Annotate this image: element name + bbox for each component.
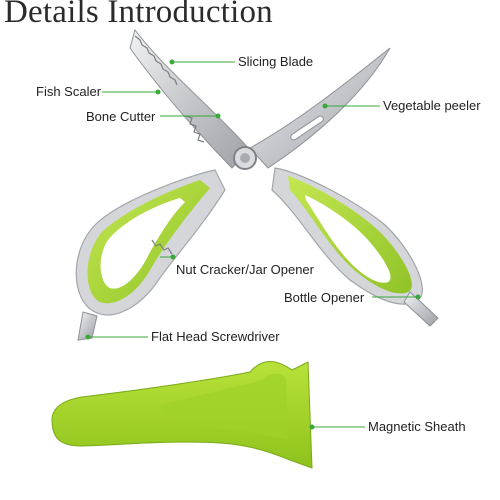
- label-magnetic-sheath: Magnetic Sheath: [368, 419, 466, 434]
- leader-dots: [85, 59, 421, 430]
- nut-cracker-teeth: [151, 239, 173, 255]
- serrated-edge: [134, 35, 178, 86]
- right-handle-hole: [305, 195, 391, 283]
- leader-lines: [88, 61, 418, 428]
- peeler-slot: [290, 115, 324, 141]
- bone-cutter-teeth: [185, 115, 205, 143]
- left-blade: [129, 28, 251, 169]
- label-bottle-opener: Bottle Opener: [284, 290, 365, 305]
- label-nut-cracker: Nut Cracker/Jar Opener: [176, 262, 314, 277]
- label-screwdriver: Flat Head Screwdriver: [151, 329, 280, 344]
- label-vegetable-peeler: Vegetable peeler: [383, 98, 481, 113]
- label-bone-cutter: Bone Cutter: [86, 109, 156, 124]
- left-handle-hole: [100, 198, 185, 289]
- right-blade: [249, 47, 391, 169]
- screwdriver-tip: [77, 311, 98, 341]
- page-title: Details Introduction: [4, 0, 273, 30]
- bottle-opener-tip: [403, 291, 439, 327]
- label-slicing-blade: Slicing Blade: [238, 54, 314, 69]
- label-fish-scaler: Fish Scaler: [36, 84, 102, 99]
